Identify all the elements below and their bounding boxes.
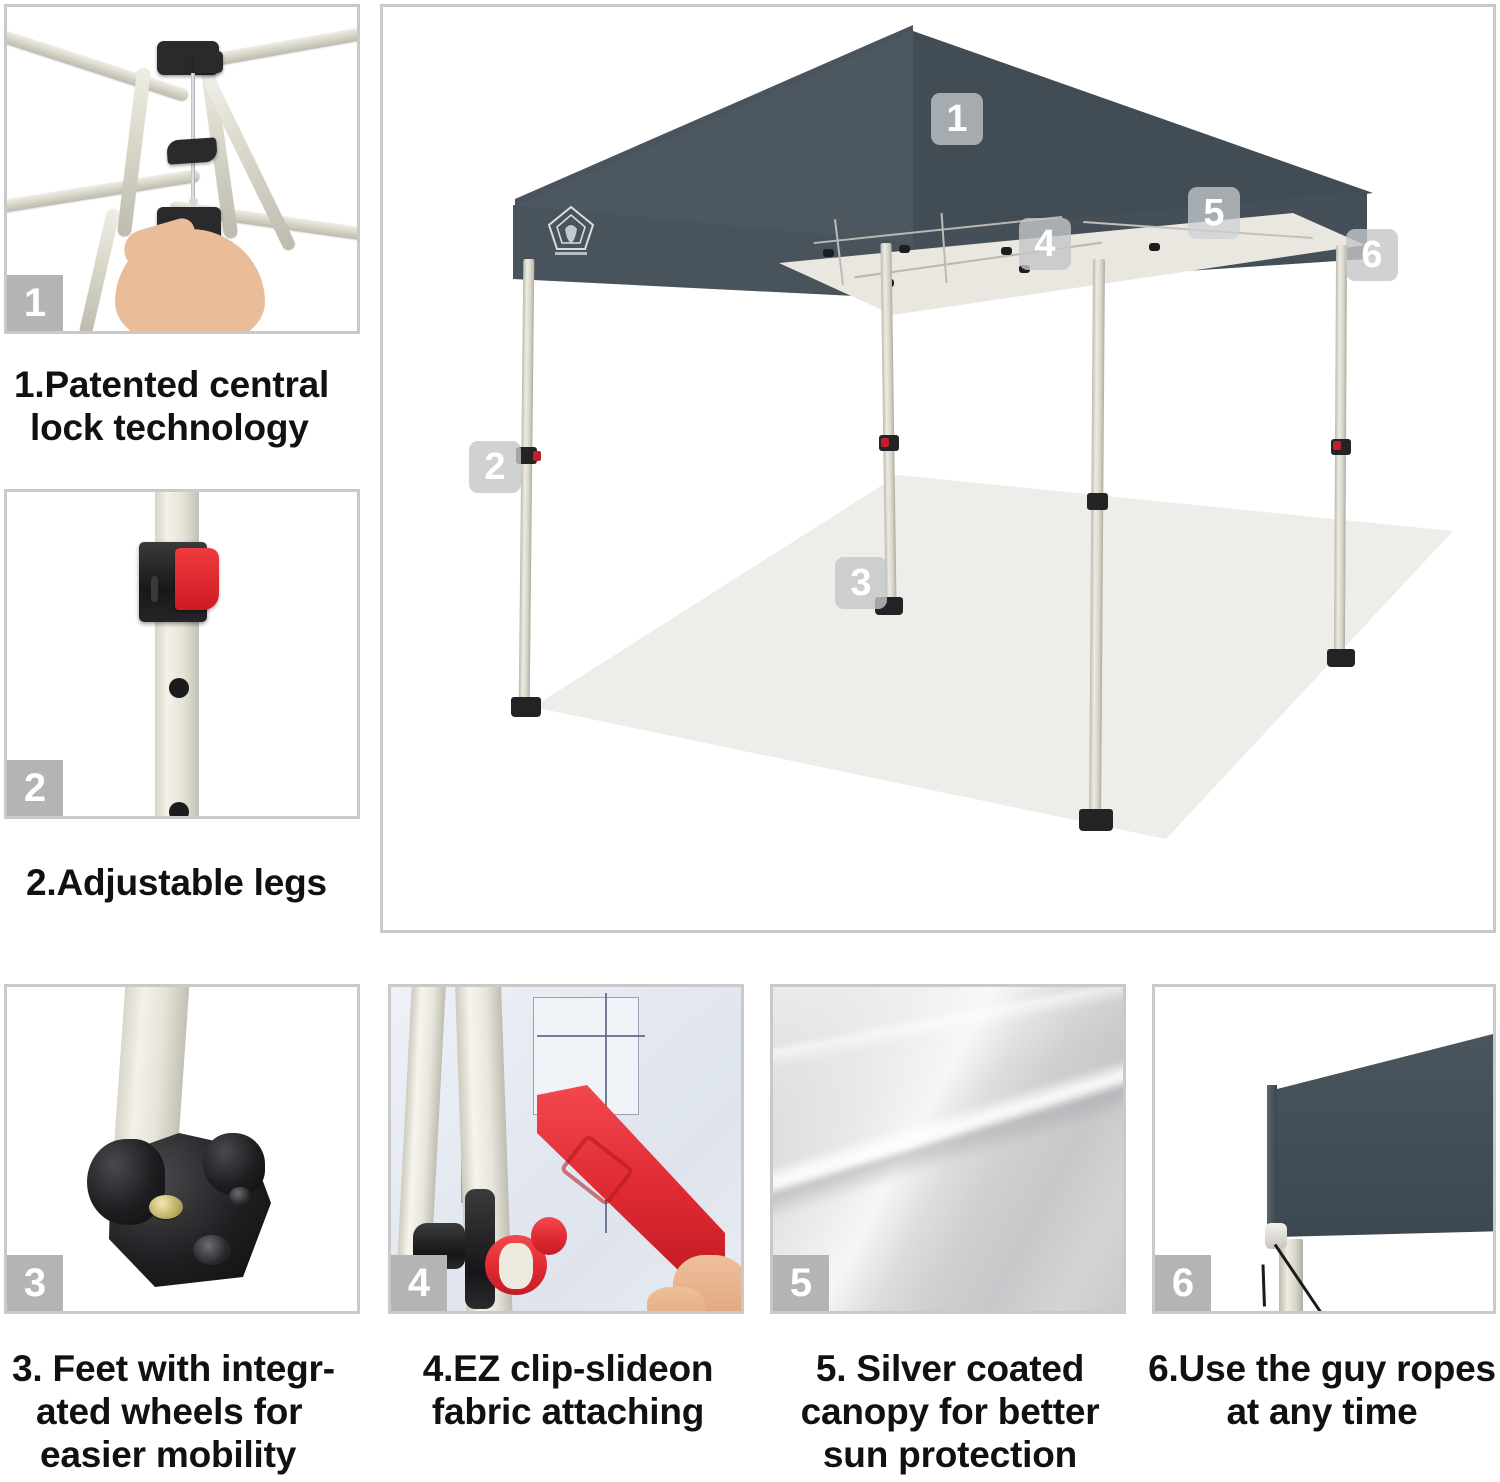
foot-screw	[149, 1195, 183, 1219]
leg-adjust-hole	[169, 678, 189, 698]
panel-badge-1: 1	[7, 275, 63, 331]
hero-badge-4: 4	[1019, 218, 1071, 270]
caption-line: 2.Adjustable legs	[26, 862, 327, 903]
red-clip-boss	[531, 1217, 567, 1255]
leg-adjust-hole	[169, 802, 189, 816]
ground-shadow	[533, 475, 1453, 839]
adjustable-leg-photo	[7, 492, 357, 816]
panel-badge-4: 4	[391, 1255, 447, 1311]
caption-line: easier mobility	[40, 1433, 297, 1475]
leg-adjuster-red	[881, 438, 889, 447]
canopy-corner-edge	[1267, 1085, 1277, 1241]
panel-badge-2: 2	[7, 760, 63, 816]
truss-bar-diagonal	[78, 207, 121, 331]
corner-leg-pole	[1279, 1239, 1303, 1311]
canopy-hero-photo: 1 2 3 4 5 6	[383, 7, 1493, 930]
caption-line: 4.EZ clip-slideon	[422, 1348, 714, 1389]
rod-tip	[189, 197, 198, 206]
integrated-wheel-rear	[203, 1133, 265, 1195]
caption-line: 3. Feet with integr-	[12, 1348, 335, 1389]
leg-adjuster-clip	[516, 447, 537, 464]
leg-tube	[155, 492, 199, 816]
wheeled-foot-photo	[7, 987, 357, 1311]
feature-panel-5-silver-coating: 5	[770, 984, 1126, 1314]
ez-clip-photo	[391, 987, 741, 1311]
caption-line: canopy for better	[800, 1390, 1100, 1432]
feature-caption-2: 2.Adjustable legs	[14, 862, 327, 905]
feature-panel-6-guy-ropes: 6	[1152, 984, 1496, 1314]
leg-adjuster-clip	[1087, 493, 1108, 510]
feature-caption-5: 5. Silver coated canopy for better sun p…	[770, 1348, 1130, 1477]
feature-panel-1-central-lock: 1	[4, 4, 360, 334]
stitching-line	[537, 1035, 645, 1037]
leg-adjuster-red	[1333, 441, 1341, 450]
feature-caption-4: 4.EZ clip-slideon fabric attaching	[388, 1348, 748, 1434]
finger	[647, 1287, 705, 1311]
central-lock-photo	[7, 7, 357, 331]
caption-line: fabric attaching	[431, 1390, 705, 1432]
feature-caption-1: 1.Patented central lock technology	[14, 364, 329, 450]
stake-hole-small	[229, 1187, 251, 1205]
feature-panel-2-adjustable-legs: 2	[4, 489, 360, 819]
hero-badge-1: 1	[931, 93, 983, 145]
panel-badge-5: 5	[773, 1255, 829, 1311]
truss-connector	[1001, 247, 1012, 255]
truss-bar-vertical	[116, 66, 152, 238]
feature-panel-3-wheeled-feet: 3	[4, 984, 360, 1314]
canopy-corner-fabric	[1277, 1031, 1493, 1237]
canopy-foot-mid-right	[1079, 809, 1113, 831]
hero-badge-6: 6	[1346, 229, 1398, 281]
caption-line: 5. Silver coated	[815, 1348, 1085, 1389]
hero-badge-5: 5	[1188, 187, 1240, 239]
guy-rope-photo	[1155, 987, 1493, 1311]
caption-line: 6.Use the guy ropes	[1148, 1348, 1496, 1389]
lock-slot	[151, 576, 158, 602]
truss-connector	[899, 245, 910, 253]
panel-badge-6: 6	[1155, 1255, 1211, 1311]
brand-logo-icon	[547, 205, 595, 255]
canopy-foot-front-left	[511, 697, 541, 717]
caption-line: sun protection	[822, 1433, 1078, 1475]
truss-connector	[823, 249, 834, 257]
leg-lock-red-lever	[175, 548, 219, 610]
leg-adjuster-red	[533, 451, 541, 461]
caption-line: 1.Patented central	[14, 364, 330, 405]
silver-fabric-photo	[773, 987, 1123, 1311]
hero-badge-3: 3	[835, 557, 887, 609]
caption-line: lock technology	[30, 406, 309, 448]
feature-caption-3: 3. Feet with integr- ated wheels for eas…	[12, 1348, 335, 1477]
rope-attachment-ring	[1265, 1223, 1287, 1249]
hero-product-panel: 1 2 3 4 5 6	[380, 4, 1496, 933]
clip-ring-inner	[499, 1243, 533, 1289]
feature-panel-4-ez-clip: 4	[388, 984, 744, 1314]
panel-badge-3: 3	[7, 1255, 63, 1311]
upper-hub-arm	[193, 51, 223, 73]
center-pull-rod	[191, 73, 195, 201]
truss-connector	[1149, 243, 1160, 251]
butterfly-knob	[166, 137, 218, 165]
canopy-foot-far-right	[1327, 649, 1355, 667]
hero-badge-2: 2	[469, 441, 521, 493]
caption-line: at any time	[1226, 1390, 1418, 1432]
feature-caption-6: 6.Use the guy ropes at any time	[1148, 1348, 1496, 1434]
caption-line: ated wheels for	[36, 1390, 303, 1432]
canopy-leg-front-left	[518, 258, 535, 708]
guy-rope-tension	[1261, 1264, 1266, 1307]
stake-hole	[193, 1235, 231, 1265]
